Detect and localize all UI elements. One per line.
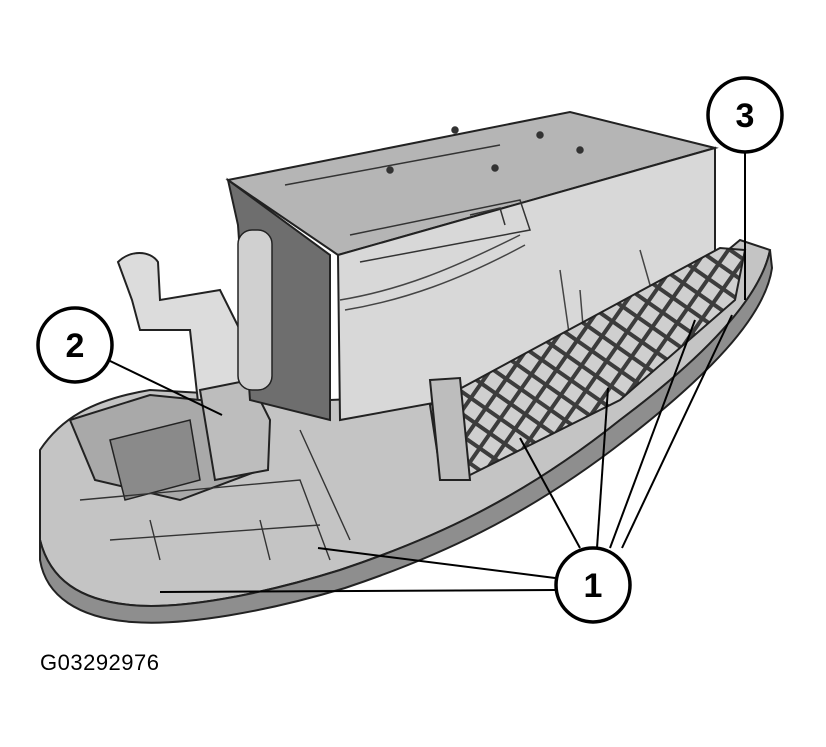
leader-lines — [107, 152, 746, 593]
callout-2-label: 2 — [66, 327, 85, 365]
callout-3: 3 — [706, 76, 784, 154]
left-bracket — [116, 252, 241, 422]
callout-2: 2 — [36, 306, 114, 384]
grille-frame — [428, 376, 472, 481]
base-tray-rim — [39, 249, 774, 624]
callout-1: 1 — [554, 546, 632, 624]
cylinder — [237, 229, 273, 391]
tray-details — [79, 429, 351, 561]
callout-3-label: 3 — [736, 97, 755, 135]
figure-id: G03292976 — [40, 650, 160, 675]
top-details — [284, 126, 584, 263]
left-module-box — [109, 419, 201, 501]
callout-1-label: 1 — [584, 567, 603, 605]
